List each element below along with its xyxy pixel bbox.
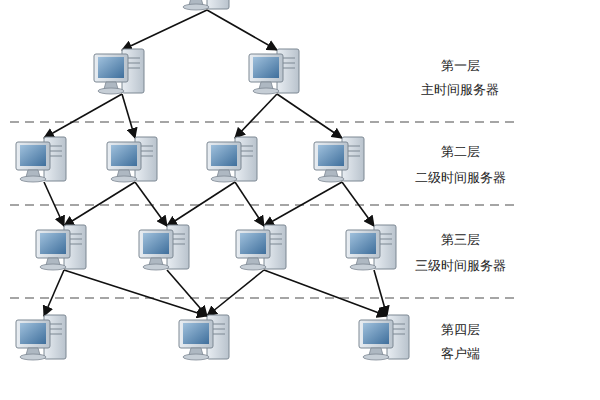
sync-arrow [122,94,135,138]
sync-arrow [64,182,135,226]
layer-number: 第二层 [441,144,480,160]
computer-icon [359,315,409,360]
sync-arrow [44,182,64,226]
sync-arrow [277,94,342,138]
sync-arrow [64,270,207,316]
layer-number: 第三层 [441,232,480,248]
computer-icon [16,137,66,182]
layer-role: 主时间服务器 [421,82,499,98]
computer-icon [179,315,229,360]
sync-arrow [167,270,207,316]
sync-arrow [235,182,264,226]
sync-arrow [374,270,387,316]
sync-arrow [342,182,374,226]
layer-number: 第一层 [441,58,480,74]
layer-role: 三级时间服务器 [415,258,506,274]
sync-arrow [167,182,235,226]
layer-role: 客户端 [441,346,480,362]
computer-icon [236,225,286,270]
sync-arrow [122,10,207,50]
sync-arrow [235,94,277,138]
sync-arrow [207,270,264,316]
sync-arrow [207,10,277,50]
computer-icon [16,315,66,360]
computer-icon [249,49,299,94]
sync-arrow [44,270,64,316]
computer-icon [36,225,86,270]
sync-arrow [264,270,387,316]
computer-icon [207,137,257,182]
computer-icon [107,137,157,182]
computer-icon [314,137,364,182]
computer-icon [94,49,144,94]
sync-arrows [44,10,387,316]
sync-arrow [44,94,122,138]
layer-number: 第四层 [441,322,480,338]
computer-icon [139,225,189,270]
computer-icon [346,225,396,270]
computer-icon [179,0,229,10]
computers [16,0,409,360]
layer-divider [10,122,520,298]
layer-role: 二级时间服务器 [415,170,506,186]
sync-arrow [135,182,167,226]
sync-arrow [264,182,342,226]
